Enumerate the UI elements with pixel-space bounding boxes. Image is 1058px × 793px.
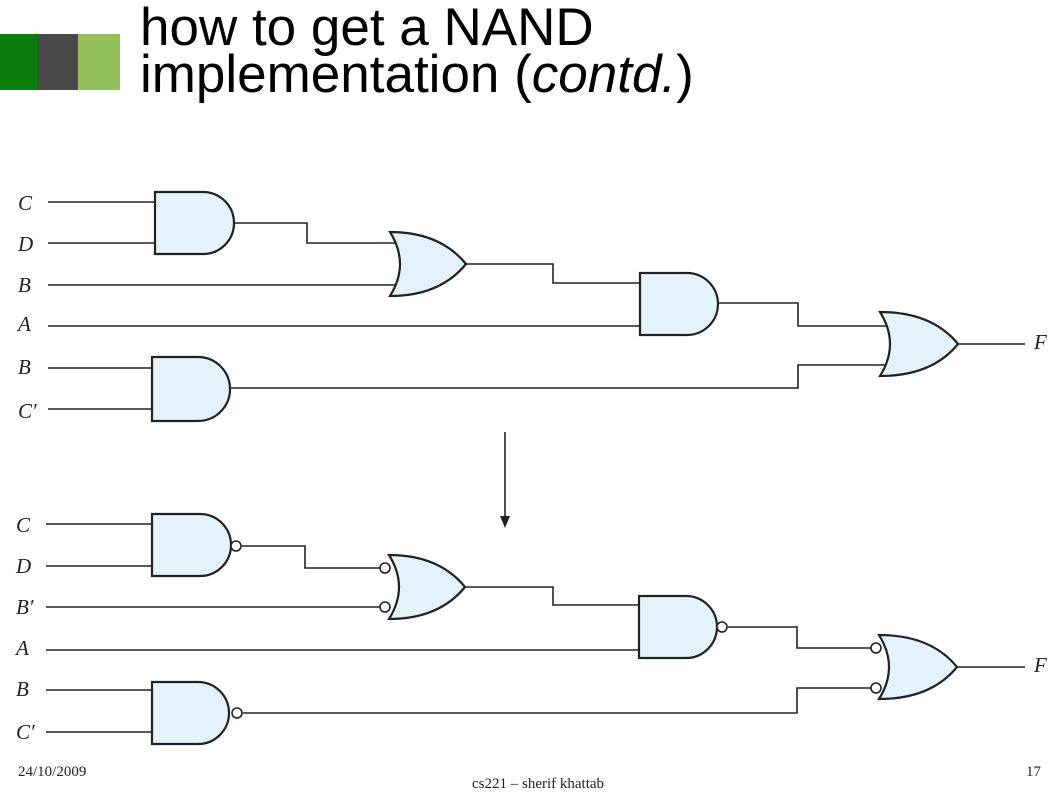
transform-arrow [500, 432, 510, 528]
top-circuit: C D B A B C′ F [16, 190, 1047, 423]
bottom-input-label-c-prime: C′ [16, 720, 35, 744]
bottom-input-label-c: C [16, 513, 31, 537]
top-output-label-f: F [1033, 330, 1047, 354]
top-input-label-c-prime: C′ [18, 399, 37, 423]
title-italic: contd. [531, 45, 677, 104]
bottom-input-label-a: A [14, 636, 29, 660]
top-and-gate-3 [638, 271, 720, 337]
bottom-nand-3-output-bubble [716, 621, 728, 633]
bottom-circuit: C D B′ A B C′ F [14, 512, 1047, 746]
bottom-input-label-b-prime: B′ [16, 595, 34, 619]
bottom-or-5-input-bubble-2 [870, 682, 882, 694]
top-input-label-d: D [17, 232, 33, 256]
top-input-label-b2: B [18, 355, 31, 379]
bottom-nand-4-output-bubble [231, 707, 243, 719]
bottom-input-label-b: B [16, 677, 29, 701]
bottom-or-gate-5 [877, 633, 959, 701]
title-line-2: implementation (contd.) [140, 45, 694, 104]
bottom-wires [46, 523, 1025, 733]
decoration-dark-green-square [0, 34, 42, 90]
top-and-gate-4 [150, 355, 232, 423]
top-or-gate-2 [388, 230, 468, 298]
top-input-label-a: A [16, 312, 31, 336]
title-line-1: how to get a NAND [140, 0, 594, 57]
footer-page-number: 17 [1026, 764, 1041, 780]
decoration-light-green-square [78, 34, 120, 90]
bottom-or-5-input-bubble-1 [870, 642, 882, 654]
bottom-nand-1-output-bubble [230, 540, 242, 552]
bottom-or-2-input-bubble-1 [379, 562, 391, 574]
top-or-gate-5 [878, 310, 960, 378]
bottom-nand-gate-1 [150, 512, 233, 578]
decoration-gray-square [37, 34, 79, 90]
top-input-label-c: C [18, 191, 33, 215]
slide-title: how to get a NAND implementation (contd.… [140, 1, 694, 104]
top-input-label-b: B [18, 273, 31, 297]
top-wires [48, 201, 1025, 410]
bottom-input-label-d: D [15, 554, 31, 578]
footer-course: cs221 – sherif khattab [472, 776, 605, 792]
bottom-nand-gate-3 [637, 594, 719, 660]
bottom-nand-gate-4 [150, 680, 231, 746]
bottom-or-2-input-bubble-2 [379, 601, 391, 613]
top-and-gate-1 [153, 190, 236, 256]
bottom-or-gate-2 [387, 553, 467, 621]
bottom-output-label-f: F [1033, 653, 1047, 677]
footer-date: 24/10/2009 [18, 764, 87, 780]
